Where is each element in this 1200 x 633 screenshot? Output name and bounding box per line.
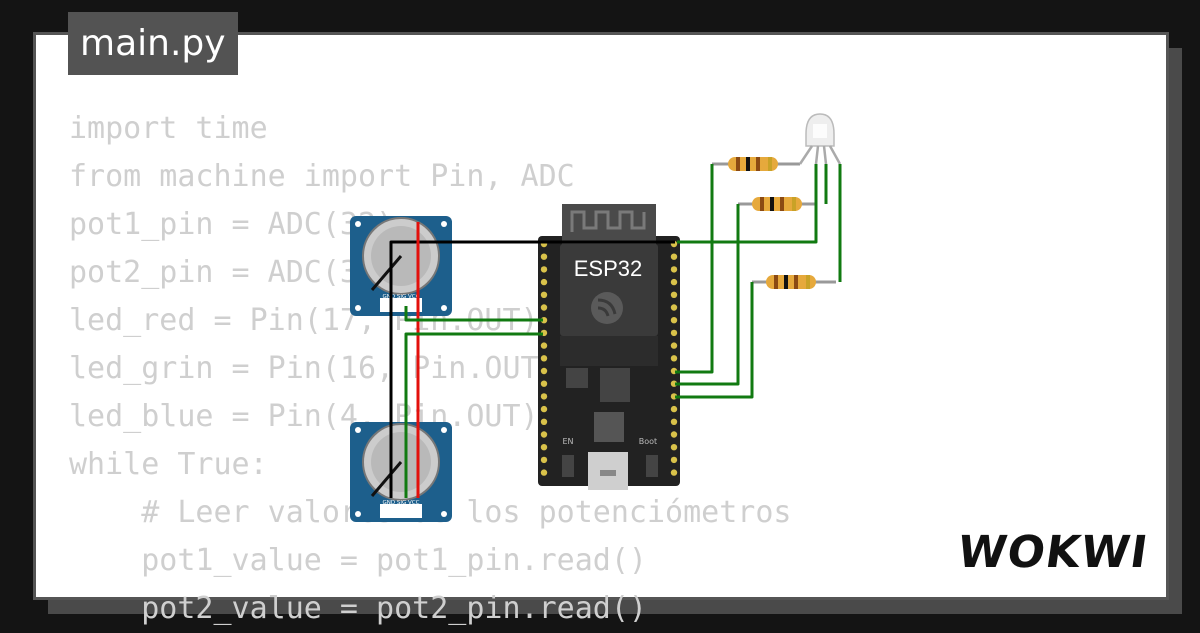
code-line: pot2_value = pot2_pin.read() xyxy=(69,591,647,626)
boot-button[interactable] xyxy=(646,455,658,477)
header-pin[interactable] xyxy=(540,291,548,298)
usb-port-slot xyxy=(600,470,616,476)
pot1-knob-indicator xyxy=(370,255,403,291)
header-pin[interactable] xyxy=(540,304,548,311)
wiring xyxy=(389,164,842,498)
header-pin[interactable] xyxy=(540,431,548,438)
regulator-chip xyxy=(600,368,630,402)
espressif-logo-icon xyxy=(591,292,623,324)
potentiometer-2[interactable]: GND SIG VCC xyxy=(350,422,452,522)
resistor-3[interactable] xyxy=(752,275,836,289)
en-button[interactable] xyxy=(562,455,574,477)
wire-pot1-signal xyxy=(404,306,543,322)
wire-green-channel xyxy=(675,204,740,386)
code-line: from machine import Pin, ADC xyxy=(69,159,575,194)
rgb-led[interactable] xyxy=(798,113,842,165)
file-tab[interactable]: main.py xyxy=(68,12,238,75)
pot1-pin-block xyxy=(380,298,422,312)
en-label: EN xyxy=(562,437,573,446)
wire-led-common xyxy=(677,164,818,244)
antenna-trace xyxy=(570,210,646,232)
header-pin[interactable] xyxy=(540,278,548,286)
wire-pot2-signal xyxy=(404,332,543,498)
header-pin[interactable] xyxy=(540,393,548,400)
esp32-shield xyxy=(560,244,658,336)
header-pin[interactable] xyxy=(670,253,678,260)
header-pin[interactable] xyxy=(670,355,678,362)
header-pin[interactable] xyxy=(670,329,678,337)
header-pin[interactable] xyxy=(670,405,678,413)
boot-label: Boot xyxy=(639,437,657,446)
header-pin[interactable] xyxy=(670,418,678,425)
code-line: pot1_pin = ADC(32) xyxy=(69,207,395,242)
header-pin[interactable] xyxy=(540,405,548,413)
pot2-pin-labels: GND SIG VCC xyxy=(383,500,420,506)
header-pin[interactable] xyxy=(540,380,548,387)
header-pin[interactable] xyxy=(540,355,548,362)
usb-bridge-chip xyxy=(594,412,624,442)
header-pin[interactable] xyxy=(540,253,548,260)
header-pin[interactable] xyxy=(540,342,548,349)
espressif-logo-mark xyxy=(597,298,617,317)
code-line: while True: xyxy=(69,447,268,482)
board-label: ESP32 xyxy=(574,256,643,281)
header-pin[interactable] xyxy=(670,444,678,451)
header-pin[interactable] xyxy=(540,469,548,476)
header-pin[interactable] xyxy=(540,367,548,375)
code-listing: import time from machine import Pin, ADC… xyxy=(69,105,791,633)
pot2-knob-indicator xyxy=(370,461,403,497)
code-line: pot1_value = pot1_pin.read() xyxy=(69,543,647,578)
header-pin[interactable] xyxy=(670,431,678,438)
resistor-2[interactable] xyxy=(738,197,816,211)
header-pin[interactable] xyxy=(670,456,678,464)
code-line: led_grin = Pin(16, Pin.OUT) xyxy=(69,351,557,386)
pin-header-strip xyxy=(560,336,658,366)
header-pin[interactable] xyxy=(670,317,678,324)
header-pin[interactable] xyxy=(670,266,678,273)
pot2-pin-block xyxy=(380,504,422,518)
left-pin-row xyxy=(540,240,548,476)
header-pin[interactable] xyxy=(540,418,548,425)
wire-blue-channel xyxy=(675,282,754,399)
wire-red-channel xyxy=(675,164,714,374)
header-pin[interactable] xyxy=(670,469,678,476)
resistor-1[interactable] xyxy=(712,157,800,171)
code-line: import time xyxy=(69,111,268,146)
header-pin[interactable] xyxy=(540,266,548,273)
wire-gnd xyxy=(389,240,675,498)
header-pin[interactable] xyxy=(670,278,678,286)
component-ic xyxy=(566,368,588,388)
code-line: # Leer valores de los potenciómetros xyxy=(141,495,792,530)
wokwi-logo: WOKWI xyxy=(954,527,1152,578)
pot1-pin-labels: GND SIG VCC xyxy=(383,294,420,300)
header-pin[interactable] xyxy=(540,456,548,464)
header-pin[interactable] xyxy=(670,342,678,349)
esp32-board[interactable]: ESP32 EN Boot xyxy=(538,204,680,490)
potentiometer-1[interactable]: GND SIG VCC xyxy=(350,216,452,316)
header-pin[interactable] xyxy=(670,304,678,311)
header-pin[interactable] xyxy=(670,291,678,298)
header-pin[interactable] xyxy=(540,444,548,451)
